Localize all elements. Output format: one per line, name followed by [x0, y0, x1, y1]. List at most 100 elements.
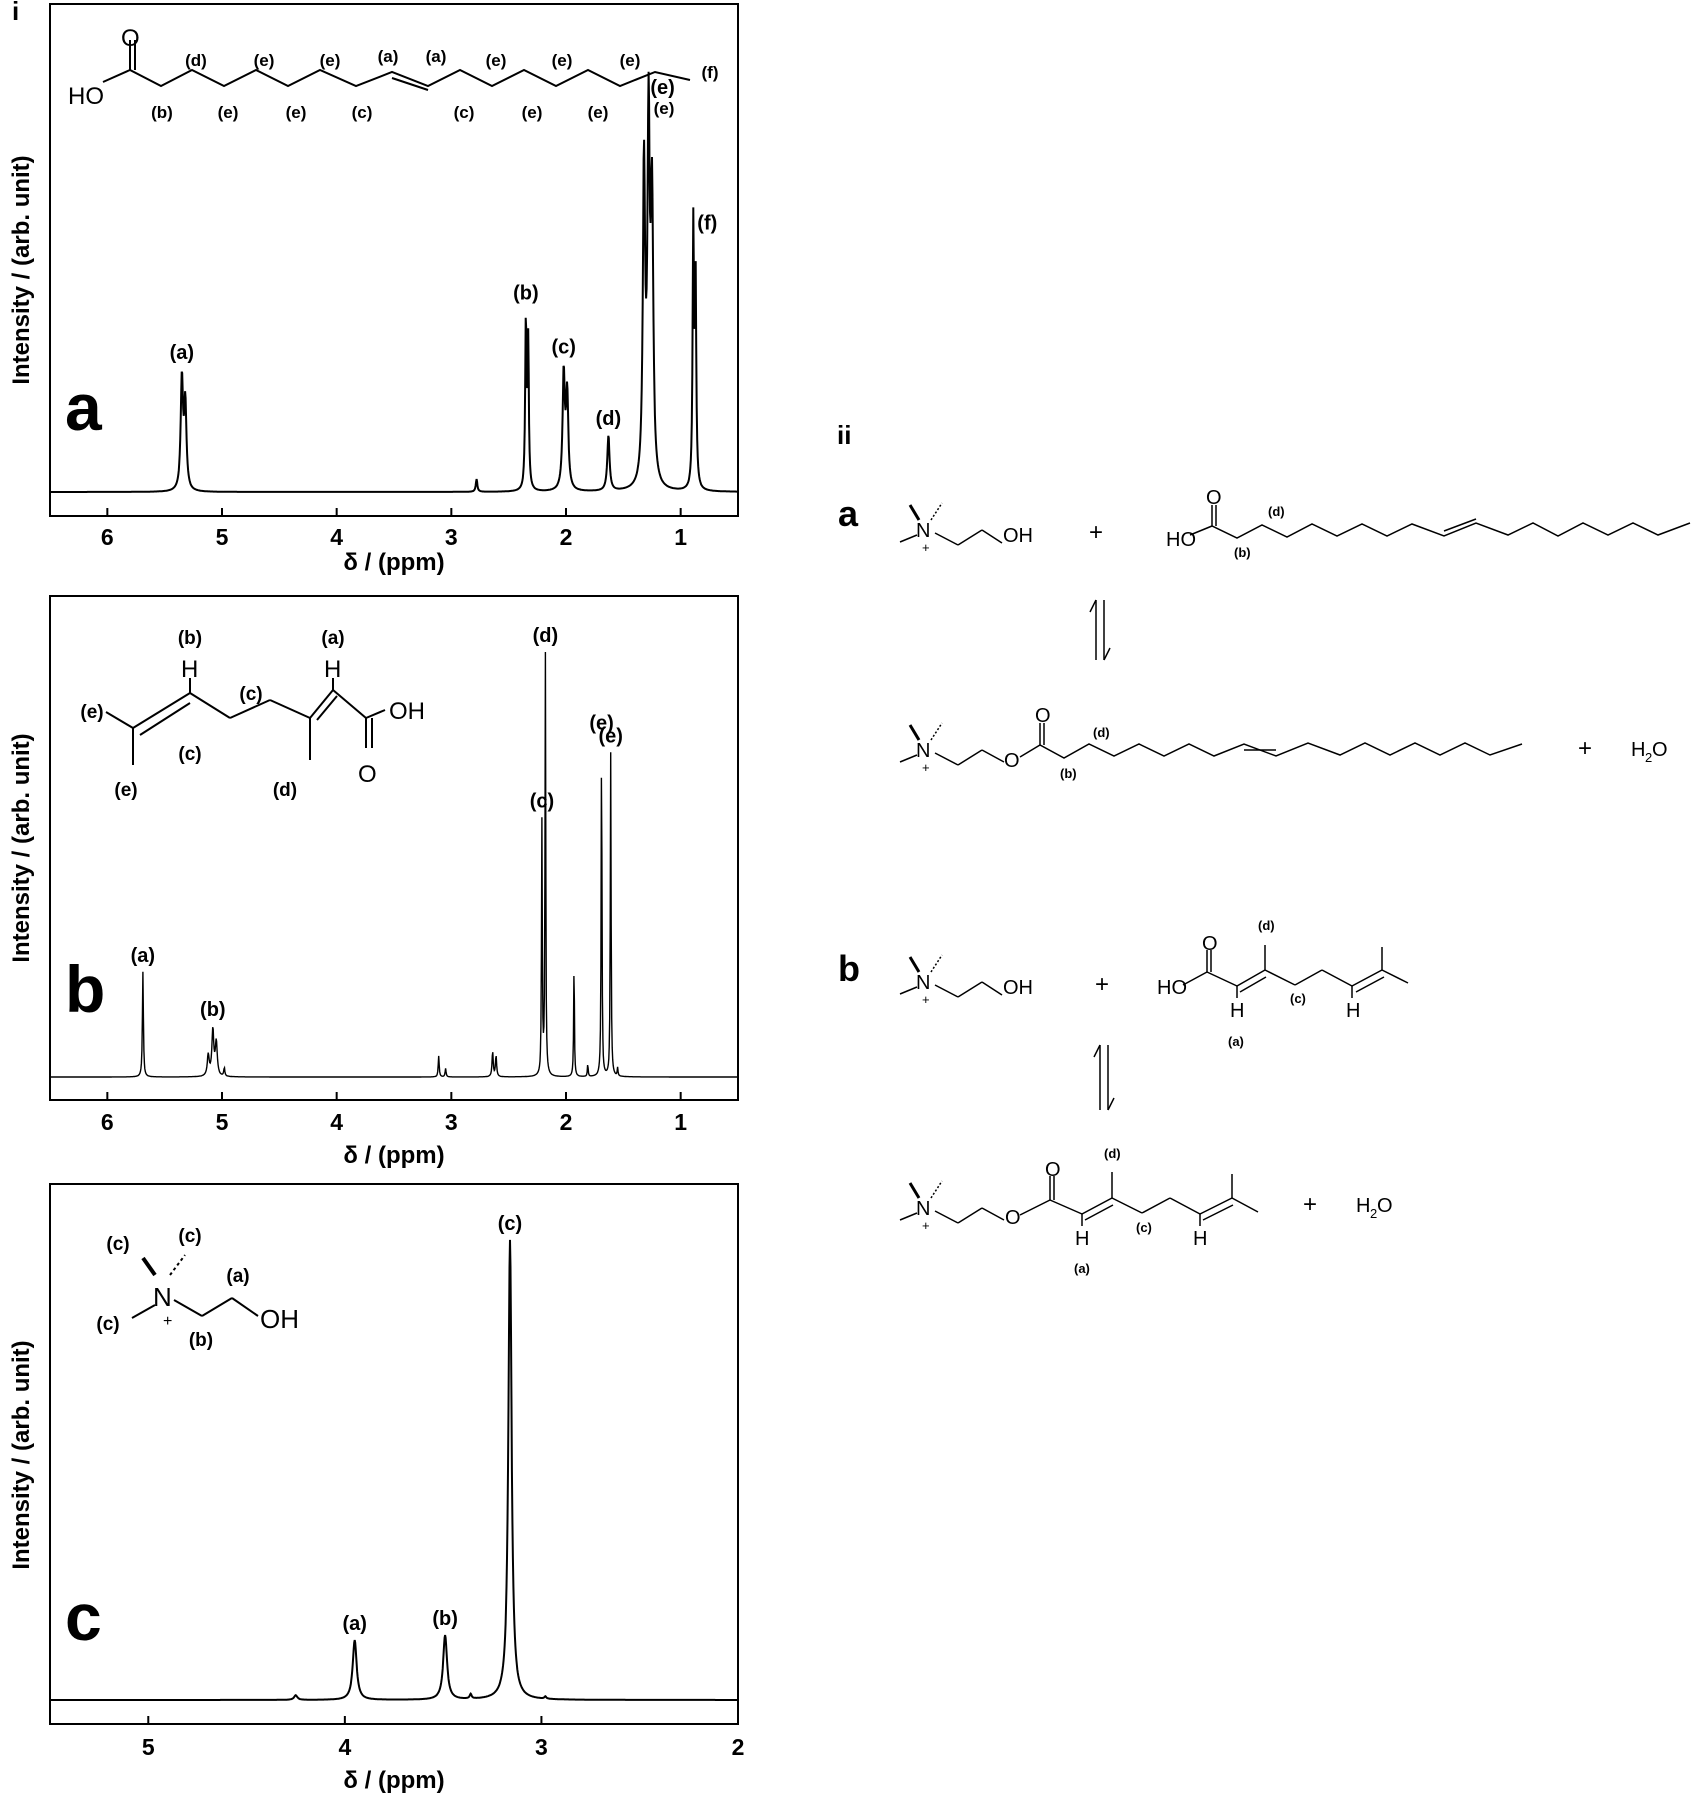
x-tick-label: 5 [142, 1734, 155, 1760]
scheme-label-b: b [838, 948, 860, 989]
x-tick-label: 6 [101, 524, 114, 550]
site-c: (c) [1136, 1220, 1152, 1235]
reaction-scheme: a b N + OH + HO O [838, 487, 1691, 1276]
choline-oh: OH [1003, 525, 1033, 547]
peak-label: (f) [697, 212, 717, 234]
section-label-i: i [12, 0, 20, 26]
site-c: (c) [178, 1226, 201, 1247]
peak-label: (d) [596, 408, 622, 430]
site-c: (c) [106, 1234, 129, 1255]
section-label-ii: ii [837, 420, 852, 450]
acid-o: O [1206, 487, 1222, 509]
x-tick-label: 3 [445, 524, 458, 550]
peak-label: (e) [589, 713, 613, 735]
peak-label: (a) [131, 945, 155, 967]
scheme-a-oleic-acid: HO O (d) (b) [1166, 487, 1691, 560]
x-axis-label-c: δ / (ppm) [343, 1767, 444, 1794]
panel-letter-a: a [65, 370, 103, 444]
peak-label: (b) [513, 282, 539, 304]
molecule-geranic-acid [105, 678, 386, 765]
choline-n: N [916, 972, 930, 994]
acid-o: O [1202, 933, 1218, 955]
ester-o: O [1005, 1207, 1021, 1229]
x-axis-label-b: δ / (ppm) [343, 1142, 444, 1169]
water-h: H [1356, 1195, 1370, 1217]
mol-b-o: O [358, 761, 377, 788]
site-c: (c) [178, 744, 201, 765]
mol-b-h: H [324, 656, 341, 683]
site-a: (a) [426, 47, 447, 66]
ester-o: O [1004, 750, 1020, 772]
site-b: (b) [1234, 545, 1251, 560]
water-b: H 2 O [1356, 1195, 1393, 1221]
x-tick-label: 1 [674, 524, 687, 550]
acid-ho: HO [1157, 977, 1187, 999]
site-d: (d) [1258, 918, 1275, 933]
mol-b-atoms: H H OH O [181, 656, 425, 788]
panel-letter-c: c [65, 1580, 102, 1654]
site-a: (a) [1228, 1034, 1244, 1049]
site-e: (e) [218, 103, 239, 122]
plus-sign: + [1095, 971, 1109, 998]
x-tick-label: 5 [216, 524, 229, 550]
site-c: (c) [454, 103, 475, 122]
plus-sign: + [1089, 519, 1103, 546]
scheme-a-ester: N + O O (d) (b) [899, 705, 1523, 781]
site-e: (e) [552, 51, 573, 70]
x-tick-label: 2 [732, 1734, 745, 1760]
mol-c-atoms: N + OH [153, 1282, 299, 1334]
x-axis-label-a: δ / (ppm) [343, 549, 444, 576]
equilibrium-arrow-b [1093, 1044, 1115, 1111]
y-axis-label-a: Intensity / (arb. unit) [8, 155, 35, 384]
ester-carbonyl-o: O [1045, 1159, 1061, 1181]
scheme-b-geranic-acid: HO O H H (d) (c) (a) [1157, 918, 1409, 1049]
peak-label: (c) [530, 790, 554, 812]
peak-labels-a: (a) (b) (c) (d) (e) (f) [170, 77, 718, 430]
water-h: H [1631, 739, 1645, 761]
site-b: (b) [178, 628, 202, 649]
x-tick-label: 5 [216, 1109, 229, 1135]
y-axis-label-b: Intensity / (arb. unit) [8, 733, 35, 962]
site-e: (e) [588, 103, 609, 122]
ester-n: N [916, 1198, 930, 1220]
x-tick-label: 6 [101, 1109, 114, 1135]
molecule-choline [131, 1254, 259, 1319]
site-f: (f) [702, 63, 719, 82]
x-tick-label: 2 [560, 524, 573, 550]
ester-n: N [916, 740, 930, 762]
peak-labels-c: (a)(b)(c) [342, 1213, 522, 1635]
site-e: (e) [286, 103, 307, 122]
choline-n: N [916, 520, 930, 542]
site-a: (a) [226, 1266, 249, 1287]
peak-label: (a) [170, 342, 194, 364]
equilibrium-arrow-a [1089, 599, 1111, 661]
water-a: H 2 O [1631, 739, 1668, 765]
molecule-oleic-acid [102, 40, 691, 91]
peak-label: (e) [650, 77, 674, 99]
site-e: (e) [486, 51, 507, 70]
water-sub: 2 [1645, 750, 1652, 765]
site-e: (e) [80, 702, 103, 723]
choline-oh: OH [1003, 977, 1033, 999]
site-e: (e) [654, 99, 675, 118]
x-tick-label: 4 [338, 1734, 351, 1760]
mol-b-h: H [181, 656, 198, 683]
mol-c-site-labels: (c) (c) (a) (c) (b) [96, 1226, 249, 1351]
peak-label: (d) [533, 625, 559, 647]
choline-plus: + [922, 992, 930, 1007]
site-d: (d) [1268, 504, 1285, 519]
site-e: (e) [254, 51, 275, 70]
ester-plus: + [922, 1218, 930, 1233]
peak-label: (c) [551, 336, 575, 358]
site-b: (b) [151, 103, 173, 122]
plot-frame-a [49, 3, 739, 517]
site-d: (d) [185, 51, 207, 70]
plot-frame-c [49, 1183, 739, 1725]
peak-label: (a) [342, 1613, 366, 1635]
peak-label: (e) [598, 725, 622, 747]
